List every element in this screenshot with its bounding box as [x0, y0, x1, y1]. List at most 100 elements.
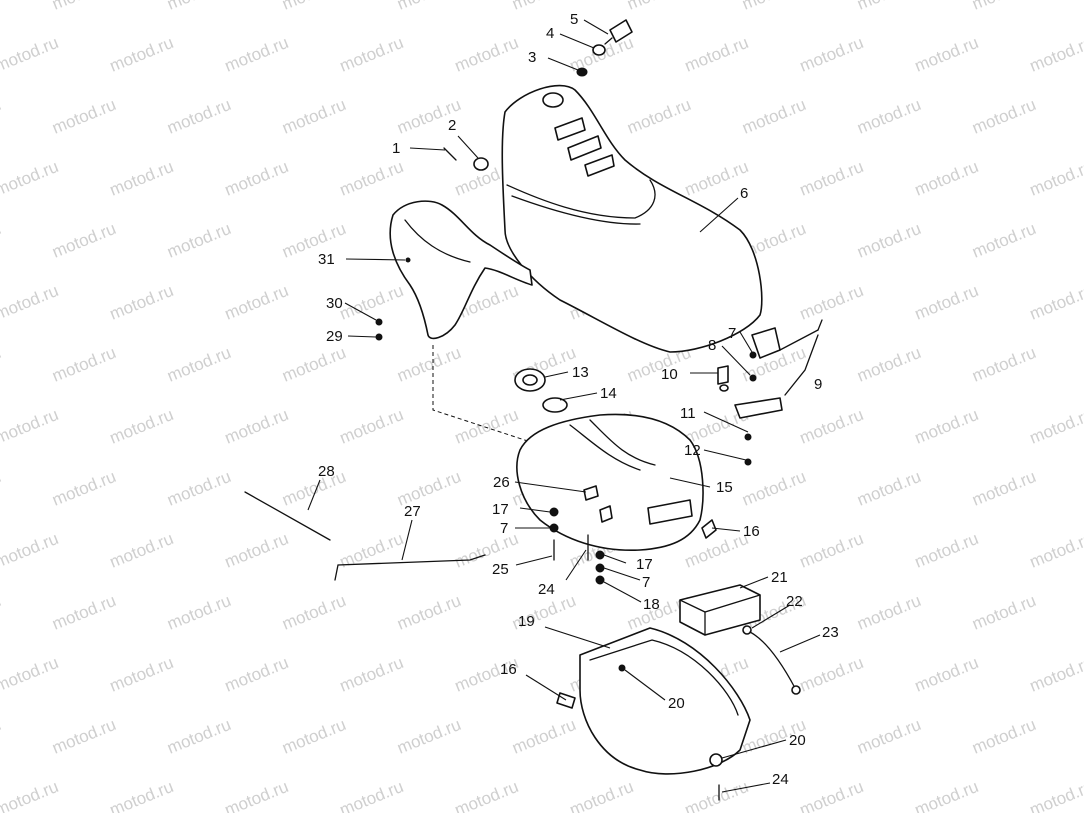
- watermark-text: motod.ru: [854, 219, 923, 262]
- grommet-part-b: [556, 692, 576, 709]
- watermark-text: motod.ru: [337, 653, 406, 696]
- watermark-text: motod.ru: [912, 529, 981, 572]
- watermark-text: motod.ru: [854, 0, 923, 14]
- watermark-text: motod.ru: [164, 591, 233, 634]
- watermark-text: motod.ru: [452, 33, 521, 76]
- watermark-text: motod.ru: [854, 467, 923, 510]
- watermark-text: motod.ru: [1027, 405, 1084, 448]
- callout-24-bottom: 24: [772, 771, 789, 788]
- clip-part: [583, 485, 599, 501]
- watermark-text: motod.ru: [0, 529, 61, 572]
- watermark-text: motod.ru: [107, 33, 176, 76]
- watermark-text: motod.ru: [682, 777, 751, 813]
- callout-8: 8: [708, 337, 716, 354]
- watermark-text: motod.ru: [969, 219, 1038, 262]
- watermark-text: motod.ru: [912, 653, 981, 696]
- callout-31: 31: [318, 251, 335, 268]
- watermark-text: motod.ru: [682, 529, 751, 572]
- watermark-text: motod.ru: [222, 653, 291, 696]
- callout-30: 30: [326, 295, 343, 312]
- watermark-text: motod.ru: [1027, 281, 1084, 324]
- watermark-text: motod.ru: [682, 33, 751, 76]
- cable-parts: [742, 625, 801, 695]
- watermark-text: motod.ru: [49, 467, 118, 510]
- watermark-text: motod.ru: [0, 0, 4, 14]
- callout-7-top: 7: [728, 325, 736, 342]
- watermark-text: motod.ru: [107, 777, 176, 813]
- watermark-text: motod.ru: [854, 95, 923, 138]
- watermark-text: motod.ru: [0, 405, 61, 448]
- seat-part: [501, 84, 763, 353]
- watermark-text: motod.ru: [969, 0, 1038, 14]
- watermark-text: motod.ru: [394, 715, 463, 758]
- battery-box-part: [579, 627, 751, 775]
- callout-26: 26: [493, 474, 510, 491]
- callout-20-outer: 20: [789, 732, 806, 749]
- watermark-text: motod.ru: [0, 343, 4, 386]
- watermark-text: motod.ru: [107, 405, 176, 448]
- watermark-text: motod.ru: [164, 219, 233, 262]
- watermark-text: motod.ru: [797, 281, 866, 324]
- watermark-text: motod.ru: [0, 653, 61, 696]
- watermark-text: motod.ru: [0, 715, 4, 758]
- watermark-text: motod.ru: [222, 33, 291, 76]
- watermark-text: motod.ru: [164, 467, 233, 510]
- callout-25: 25: [492, 561, 509, 578]
- leader-lines: [307, 19, 821, 793]
- callout-17-left: 17: [492, 501, 509, 518]
- box-fastener-part: [709, 753, 723, 767]
- watermark-text: motod.ru: [337, 157, 406, 200]
- callout-13: 13: [572, 364, 589, 381]
- callout-16-box: 16: [500, 661, 517, 678]
- watermark-text: motod.ru: [279, 715, 348, 758]
- watermark-text: motod.ru: [452, 405, 521, 448]
- watermark-text: motod.ru: [912, 281, 981, 324]
- callout-18: 18: [643, 596, 660, 613]
- watermark-text: motod.ru: [49, 219, 118, 262]
- callout-1: 1: [392, 140, 400, 157]
- callout-16-tank: 16: [743, 523, 760, 540]
- bracket-screws: [375, 318, 383, 341]
- watermark-text: motod.ru: [0, 219, 4, 262]
- watermark-text: motod.ru: [1027, 33, 1084, 76]
- callout-27: 27: [404, 503, 421, 520]
- watermark-text: motod.ru: [222, 157, 291, 200]
- watermark-text: motod.ru: [337, 405, 406, 448]
- watermark-text: motod.ru: [797, 777, 866, 813]
- callout-11: 11: [680, 405, 696, 422]
- watermark-text: motod.ru: [164, 95, 233, 138]
- hook-part: [599, 505, 613, 523]
- assembly-guide: [432, 345, 541, 446]
- watermark-text: motod.ru: [222, 281, 291, 324]
- watermark-text: motod.ru: [797, 157, 866, 200]
- watermark-text: motod.ru: [164, 715, 233, 758]
- rod-part: [334, 554, 486, 581]
- watermark-text: motod.ru: [854, 715, 923, 758]
- watermark-text: motod.ru: [279, 591, 348, 634]
- watermark-text: motod.ru: [912, 33, 981, 76]
- watermark-text: motod.ru: [509, 715, 578, 758]
- grommet-part-a: [701, 519, 717, 539]
- right-bracket-hardware: [717, 319, 823, 466]
- callout-12: 12: [684, 442, 701, 459]
- callout-7-left: 7: [500, 520, 508, 537]
- watermark-text: motod.ru: [279, 95, 348, 138]
- watermark-text: motod.ru: [279, 467, 348, 510]
- fuel-tank-part: [516, 397, 704, 552]
- watermark-text: motod.ru: [49, 715, 118, 758]
- watermark-text: motod.ru: [279, 0, 348, 14]
- watermark-text: motod.ru: [394, 591, 463, 634]
- battery-part: [679, 584, 761, 636]
- watermark-text: motod.ru: [0, 467, 4, 510]
- watermark-text: motod.ru: [0, 777, 61, 813]
- callout-23: 23: [822, 624, 839, 641]
- watermark-text: motod.ru: [164, 343, 233, 386]
- watermark-text: motod.ru: [854, 343, 923, 386]
- watermark-text: motod.ru: [797, 33, 866, 76]
- filler-cap-parts: [576, 19, 633, 77]
- watermark-text: motod.ru: [394, 343, 463, 386]
- callout-29: 29: [326, 328, 343, 345]
- watermark-text: motod.ru: [222, 529, 291, 572]
- watermark-text: motod.ru: [969, 715, 1038, 758]
